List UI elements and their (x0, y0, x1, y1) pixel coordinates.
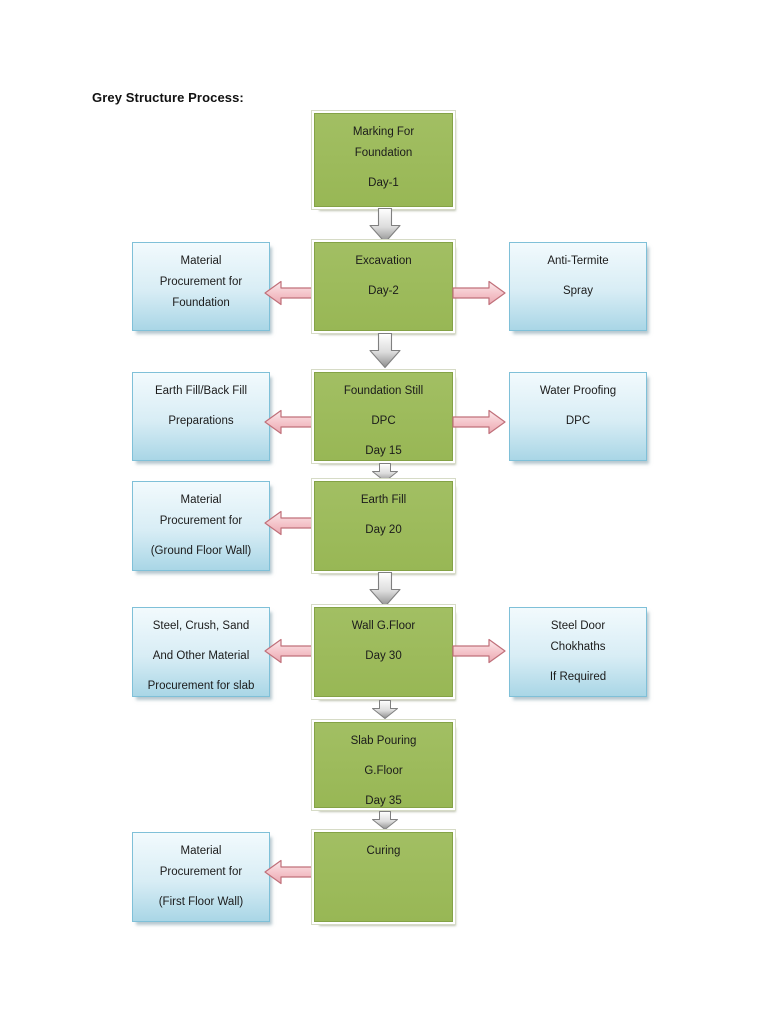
process-step-earth-fill: Earth Fill Day 20 (314, 481, 453, 571)
down-arrow-icon (369, 208, 401, 244)
side-text-line: Procurement for (159, 866, 243, 878)
right-arrow-icon (452, 280, 506, 306)
step-text-line: Slab Pouring (350, 735, 417, 747)
right-arrow-icon (452, 409, 506, 435)
side-task-water-proofing-dpc: Water Proofing DPC (509, 372, 647, 461)
left-arrow-icon (264, 510, 318, 536)
down-arrow-icon (372, 811, 398, 830)
side-task-earth-fill-back-fill-preparations: Earth Fill/Back Fill Preparations (132, 372, 270, 461)
page-title: Grey Structure Process: (92, 90, 244, 105)
step-text-line: Marking For (352, 126, 415, 138)
side-task-material-procurement-ground-floor-wall: Material Procurement for (Ground Floor W… (132, 481, 270, 571)
process-step-wall-gfloor: Wall G.Floor Day 30 (314, 607, 453, 697)
side-text-line: Steel, Crush, Sand (152, 620, 250, 632)
step-day-label: Day 15 (365, 445, 402, 457)
process-step-curing: Curing (314, 832, 453, 922)
left-arrow-icon (264, 638, 318, 664)
down-arrow-icon (369, 572, 401, 608)
side-task-steel-door-chokhaths: Steel Door Chokhaths If Required (509, 607, 647, 697)
left-arrow-icon (264, 280, 318, 306)
side-text-line: And Other Material (152, 650, 250, 662)
side-text-line: Preparations (168, 415, 234, 427)
step-day-label: Day 30 (365, 650, 402, 662)
step-text-line: Foundation (354, 147, 413, 159)
step-text-line: Excavation (355, 255, 412, 267)
process-step-foundation-still-dpc: Foundation Still DPC Day 15 (314, 372, 453, 461)
side-text-line: Foundation (172, 297, 230, 309)
step-text-line: G.Floor (364, 765, 403, 777)
side-text-line: Water Proofing (539, 385, 617, 397)
side-text-line: Procurement for (159, 515, 243, 527)
side-text-line: If Required (549, 671, 607, 683)
side-task-steel-material-procurement-slab: Steel, Crush, Sand And Other Material Pr… (132, 607, 270, 697)
right-arrow-icon (452, 638, 506, 664)
side-text-line: (Ground Floor Wall) (150, 545, 252, 557)
side-text-line: Spray (562, 285, 594, 297)
side-text-line: DPC (565, 415, 591, 427)
side-task-anti-termite-spray: Anti-Termite Spray (509, 242, 647, 331)
step-day-label: Day-2 (368, 285, 399, 297)
left-arrow-icon (264, 409, 318, 435)
side-text-line: Anti-Termite (547, 255, 609, 267)
down-arrow-icon (372, 463, 398, 482)
side-text-line: Chokhaths (550, 641, 606, 653)
down-arrow-icon (372, 700, 398, 719)
side-text-line: Steel Door (550, 620, 606, 632)
process-step-excavation: Excavation Day-2 (314, 242, 453, 331)
step-text-line: Earth Fill (360, 494, 407, 506)
side-task-material-procurement-foundation: Material Procurement for Foundation (132, 242, 270, 331)
step-text-line: Curing (366, 845, 401, 857)
step-text-line: DPC (371, 415, 396, 427)
side-text-line: Material (180, 845, 222, 857)
side-text-line: Material (180, 255, 222, 267)
step-day-label: Day 20 (365, 524, 402, 536)
process-step-marking-for-foundation: Marking For Foundation Day-1 (314, 113, 453, 207)
step-day-label: Day 35 (365, 795, 402, 807)
process-step-slab-pouring-gfloor: Slab Pouring G.Floor Day 35 (314, 722, 453, 808)
down-arrow-icon (369, 333, 401, 369)
step-text-line: Foundation Still (343, 385, 424, 397)
step-text-line: Wall G.Floor (351, 620, 416, 632)
side-text-line: Procurement for slab (147, 680, 255, 692)
step-day-label: Day-1 (368, 177, 399, 189)
side-text-line: Earth Fill/Back Fill (154, 385, 248, 397)
left-arrow-icon (264, 859, 318, 885)
side-task-material-procurement-first-floor-wall: Material Procurement for (First Floor Wa… (132, 832, 270, 922)
side-text-line: Material (180, 494, 222, 506)
side-text-line: Procurement for (159, 276, 243, 288)
side-text-line: (First Floor Wall) (158, 896, 244, 908)
